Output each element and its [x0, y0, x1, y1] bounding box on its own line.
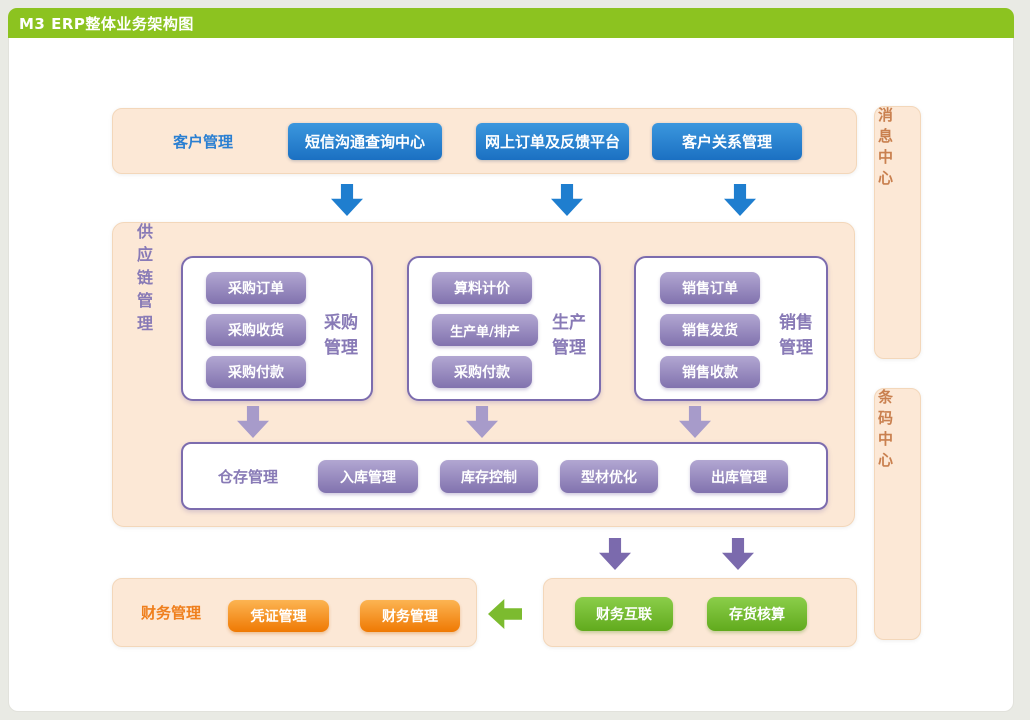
title-bar: M3 ERP整体业务架构图 [8, 8, 1014, 38]
arrow-down-icon [679, 406, 711, 438]
customer-management-panel: 客户管理 短信沟通查询中心 网上订单及反馈平台 客户关系管理 [112, 108, 857, 174]
finance-management-label: 财务管理 [141, 604, 202, 622]
arrow-down-icon [237, 406, 269, 438]
sales-order-button[interactable]: 销售订单 [660, 272, 760, 304]
material-pricing-button[interactable]: 算料计价 [432, 272, 532, 304]
sms-query-center-button[interactable]: 短信沟通查询中心 [288, 123, 442, 160]
integration-panel: 财务互联 存货核算 [543, 578, 857, 647]
purchase-payment-button[interactable]: 采购付款 [432, 356, 532, 388]
message-center-label: 消息中心 [876, 107, 894, 191]
crm-button[interactable]: 客户关系管理 [652, 123, 802, 160]
inventory-accounting-button[interactable]: 存货核算 [707, 597, 807, 631]
profile-optimization-button[interactable]: 型材优化 [560, 460, 658, 493]
barcode-center-panel: 条码中心 [874, 388, 921, 640]
production-box: 算料计价 生产单/排产 采购付款 生产管理 [407, 256, 601, 401]
finance-management-panel: 财务管理 凭证管理 财务管理 [112, 578, 477, 647]
inventory-control-button[interactable]: 库存控制 [440, 460, 538, 493]
sales-box: 销售订单 销售发货 销售收款 销售管理 [634, 256, 828, 401]
customer-management-label: 客户管理 [173, 132, 234, 151]
finance-management-button[interactable]: 财务管理 [360, 600, 460, 632]
production-label: 生产管理 [552, 313, 586, 358]
sales-label: 销售管理 [779, 313, 813, 358]
arrow-down-icon [466, 406, 498, 438]
warehouse-label: 仓存管理 [218, 467, 279, 486]
purchase-payment-button[interactable]: 采购付款 [206, 356, 306, 388]
procurement-label: 采购管理 [324, 313, 358, 358]
sales-receipt-button[interactable]: 销售收款 [660, 356, 760, 388]
purchase-receipt-button[interactable]: 采购收货 [206, 314, 306, 346]
message-center-panel: 消息中心 [874, 106, 921, 359]
online-order-feedback-button[interactable]: 网上订单及反馈平台 [476, 123, 629, 160]
purchase-order-button[interactable]: 采购订单 [206, 272, 306, 304]
finance-interlink-button[interactable]: 财务互联 [575, 597, 673, 631]
production-order-scheduling-button[interactable]: 生产单/排产 [432, 314, 538, 346]
barcode-center-label: 条码中心 [876, 389, 894, 473]
warehouse-box: 仓存管理 入库管理 库存控制 型材优化 出库管理 [181, 442, 828, 510]
page-title: M3 ERP整体业务架构图 [19, 14, 194, 33]
sales-delivery-button[interactable]: 销售发货 [660, 314, 760, 346]
supply-chain-label: 供应链管理 [134, 223, 153, 338]
supply-chain-panel: 供应链管理 采购订单 采购收货 采购付款 采购管理 算料计价 生产单/排产 采购… [112, 222, 855, 527]
inbound-management-button[interactable]: 入库管理 [318, 460, 418, 493]
outbound-management-button[interactable]: 出库管理 [690, 460, 788, 493]
voucher-management-button[interactable]: 凭证管理 [228, 600, 329, 632]
procurement-box: 采购订单 采购收货 采购付款 采购管理 [181, 256, 373, 401]
